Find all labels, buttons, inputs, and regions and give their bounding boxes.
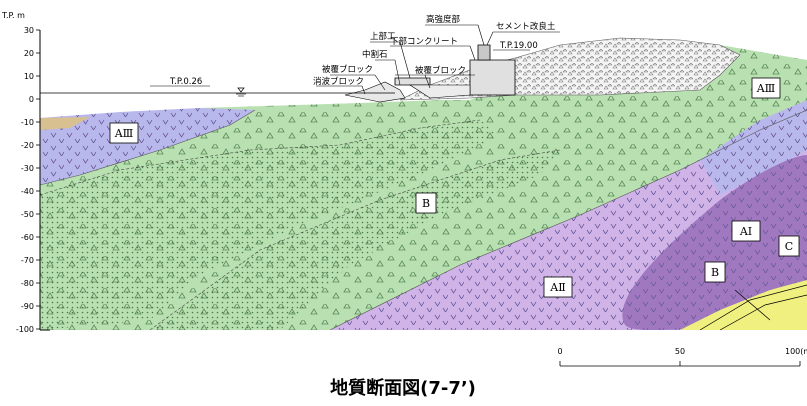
zone-box-a3-left: AⅢ xyxy=(109,122,139,144)
label-armor-block-1: 被覆ブロック xyxy=(322,64,373,75)
label-armor-block-2: 被覆ブロック xyxy=(415,65,466,76)
water-level-icon xyxy=(237,87,245,93)
y-tick-label: -50 xyxy=(21,210,34,219)
y-tick-label: -70 xyxy=(21,256,34,265)
figure-title: 地質断面図(7-7’) xyxy=(330,377,476,399)
layer-b-dotted xyxy=(40,120,500,330)
svg-text:50: 50 xyxy=(675,347,685,356)
svg-text:0: 0 xyxy=(557,347,562,356)
y-tick-label: -90 xyxy=(21,302,34,311)
y-tick-label: 20 xyxy=(24,49,34,58)
svg-text:AⅠ: AⅠ xyxy=(739,225,752,238)
y-tick-label: -60 xyxy=(21,233,34,242)
zone-box-c: C xyxy=(778,235,800,257)
layer-c xyxy=(680,280,807,330)
axis-unit: T.P. m xyxy=(1,11,25,20)
seawall-concrete xyxy=(469,59,516,96)
y-axis-ticks: 30 20 10 0 -10 -20 -30 -40 -50 -60 -70 -80 -90 -100 xyxy=(16,26,40,334)
svg-text:AⅢ: AⅢ xyxy=(756,82,776,95)
y-tick-label: -30 xyxy=(21,164,34,173)
label-high-strength: 高強度部 xyxy=(426,14,461,25)
zone-box-a1: AⅠ xyxy=(731,220,761,242)
label-lower-concrete: 下部コンクリート xyxy=(390,36,458,47)
scale-bar: 0 50 100(m) xyxy=(557,347,807,367)
zone-box-b-small: B xyxy=(704,261,726,283)
svg-text:AⅢ: AⅢ xyxy=(114,127,134,140)
y-tick-label: 0 xyxy=(29,95,34,104)
svg-text:B: B xyxy=(422,197,430,210)
svg-text:C: C xyxy=(785,240,793,253)
zone-box-a3-right: AⅢ xyxy=(751,77,781,99)
y-tick-label: -100 xyxy=(16,325,34,334)
y-tick-label: -80 xyxy=(21,279,34,288)
svg-text:B: B xyxy=(711,266,719,279)
y-tick-label: -40 xyxy=(21,187,34,196)
label-rubble: 中割石 xyxy=(362,49,388,60)
zone-box-a2: AⅡ xyxy=(543,276,573,298)
zone-box-b-main: B xyxy=(415,192,437,214)
y-tick-label: -20 xyxy=(21,141,34,150)
y-tick-label: 10 xyxy=(24,72,34,81)
label-wave-block: 消波ブロック xyxy=(313,76,364,87)
label-cement: セメント改良土 xyxy=(496,21,556,32)
label-upper-works: 上部工 xyxy=(370,31,396,42)
y-tick-label: 30 xyxy=(24,26,34,35)
layer-sand xyxy=(40,117,90,130)
label-tp026: T.P.0.26 xyxy=(169,77,202,87)
svg-text:100(m): 100(m) xyxy=(785,347,807,356)
y-tick-label: -10 xyxy=(21,118,34,127)
svg-text:AⅡ: AⅡ xyxy=(549,281,565,294)
structure-labels xyxy=(150,24,560,95)
label-tp19: T.P.19.00 xyxy=(499,41,538,51)
